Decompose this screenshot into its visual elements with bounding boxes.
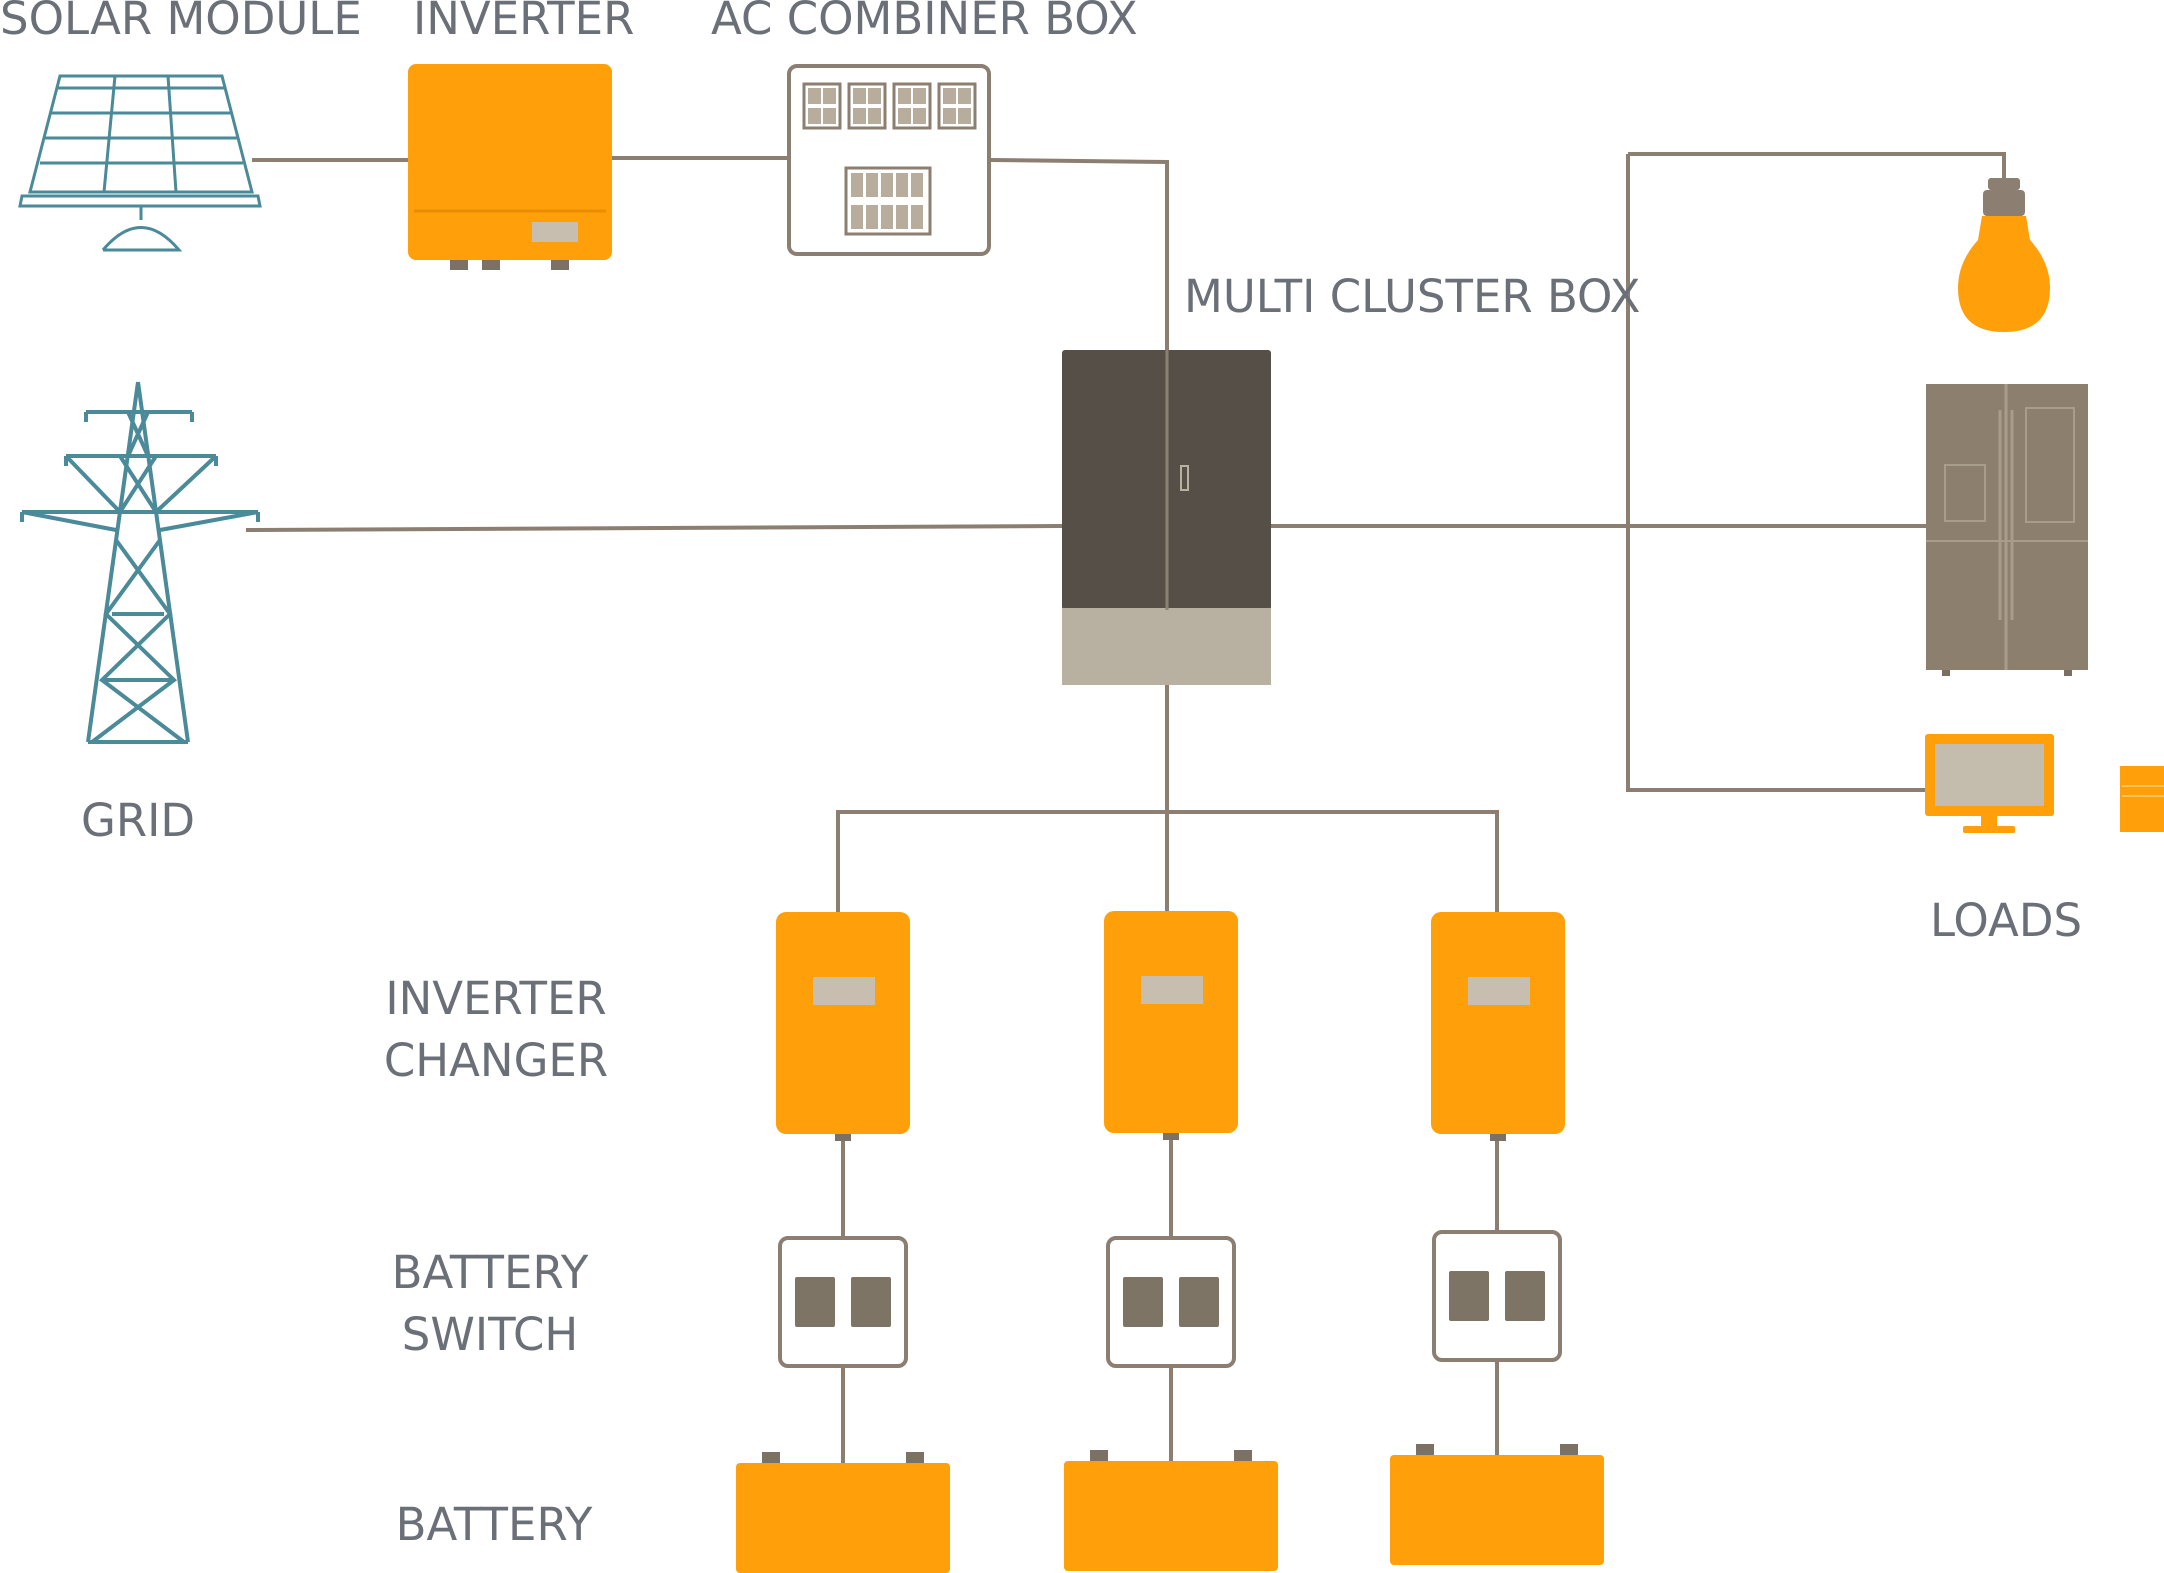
inverter-charger-icon — [1431, 912, 1565, 1141]
multi-cluster-box-label: MULTI CLUSTER BOX — [1184, 270, 1640, 323]
inverter-changer-label-line1: INVERTER — [385, 972, 606, 1025]
loads-label: LOADS — [1930, 894, 2082, 947]
ac-combiner-box-label: AC COMBINER BOX — [711, 0, 1138, 45]
battery-switch-icon — [1432, 1230, 1562, 1362]
light-bulb-icon — [1958, 178, 2050, 332]
battery-switch-icon — [778, 1236, 908, 1368]
power-tower-icon — [20, 381, 260, 744]
inverter-icon — [408, 64, 612, 270]
inverter-charger-icon — [776, 912, 910, 1141]
battery-switch-label-line1: BATTERY — [392, 1246, 589, 1299]
inverter-label: INVERTER — [413, 0, 634, 45]
connection-wires — [245, 152, 2006, 1465]
monitor-icon — [1925, 734, 2164, 833]
battery-icon — [1390, 1444, 1604, 1565]
multi-cluster-box-icon — [1062, 350, 1271, 685]
ac-combiner-box-icon — [787, 64, 991, 256]
battery-switch-icon — [1106, 1236, 1236, 1368]
battery-icon — [1064, 1450, 1278, 1571]
refrigerator-icon — [1926, 384, 2088, 676]
solar-module-label: SOLAR MODULE — [0, 0, 362, 45]
solar-panel-icon — [18, 74, 262, 252]
battery-switch-label-line2: SWITCH — [402, 1308, 578, 1361]
battery-icon — [736, 1452, 950, 1573]
grid-label: GRID — [81, 794, 195, 847]
battery-label: BATTERY — [396, 1498, 593, 1551]
inverter-changer-label-line2: CHANGER — [384, 1034, 608, 1087]
inverter-charger-icon — [1104, 911, 1238, 1140]
